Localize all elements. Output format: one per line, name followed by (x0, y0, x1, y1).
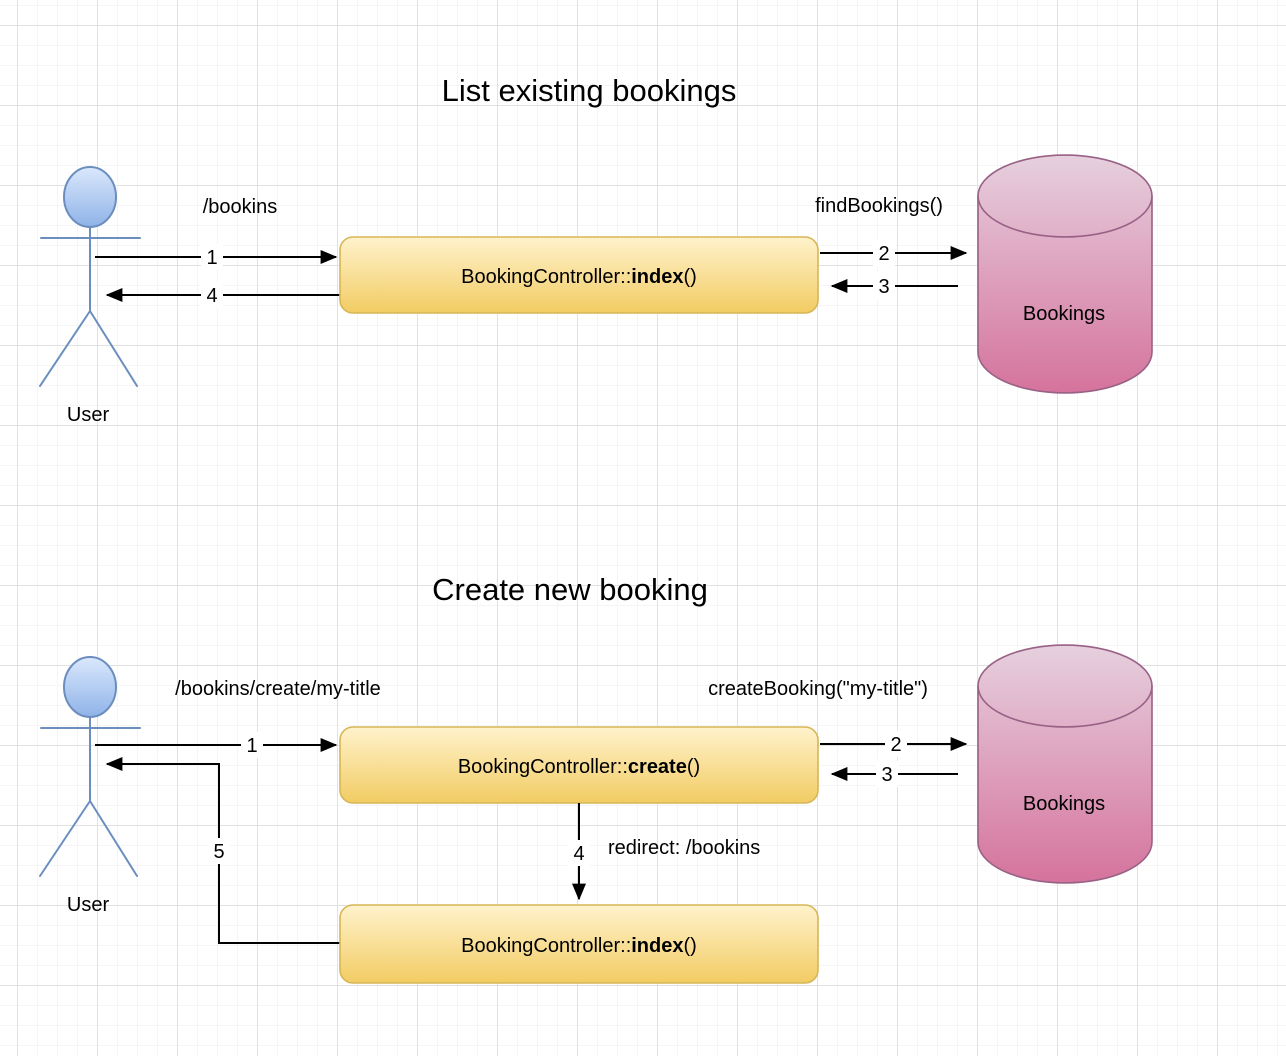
step-number: 3 (878, 276, 889, 298)
redirect-label: redirect: /bookins (608, 837, 760, 859)
actor-leg-right (89, 800, 138, 877)
actor-leg-right (89, 310, 138, 387)
diagram2-title: Create new booking (432, 572, 708, 607)
user-actor: User (39, 656, 141, 916)
arrow-step-4: 4 (105, 282, 340, 308)
database-label: Bookings (1023, 303, 1105, 325)
arrow-step-1: 1 (95, 732, 338, 758)
controller-index-box: BookingController::index() (339, 236, 819, 314)
diagram-1: List existing bookings User /bookins 1 4 (39, 73, 1153, 426)
arrow-step-3: 3 (830, 761, 958, 787)
step-number: 4 (573, 843, 584, 865)
request-path-label: /bookins (203, 196, 278, 218)
arrow-step-2: 2 (820, 240, 968, 266)
actor-leg-left (39, 800, 91, 877)
db-call-label: findBookings() (815, 195, 943, 217)
actor-head (63, 656, 117, 718)
step-number: 5 (213, 841, 224, 863)
user-actor: User (39, 166, 141, 426)
db-call-label: createBooking("my-title") (708, 678, 928, 700)
actor-label: User (67, 894, 110, 916)
controller-index-label: BookingController::index() (461, 266, 697, 288)
database-cylinder: Bookings (977, 644, 1153, 884)
diagram-2: Create new booking User /bookins/create/… (39, 572, 1153, 984)
arrow-step-2: 2 (820, 731, 968, 757)
database-label: Bookings (1023, 793, 1105, 815)
controller-index-label: BookingController::index() (461, 935, 697, 957)
request-path-label: /bookins/create/my-title (175, 678, 381, 700)
database-cylinder: Bookings (977, 154, 1153, 394)
actor-leg-left (39, 310, 91, 387)
arrow-step-5: 5 (105, 757, 340, 944)
actor-label: User (67, 404, 110, 426)
step-number: 1 (206, 247, 217, 269)
actor-head (63, 166, 117, 228)
arrow-step-1: 1 (95, 244, 338, 270)
arrow-step-4-redirect: 4 redirect: /bookins (568, 803, 760, 901)
step-number: 2 (878, 243, 889, 265)
controller-create-label: BookingController::create() (458, 756, 700, 778)
step-number: 2 (890, 734, 901, 756)
arrow-step-3: 3 (830, 273, 958, 299)
diagram1-title: List existing bookings (442, 73, 737, 108)
controller-create-box: BookingController::create() (339, 726, 819, 804)
step-number: 4 (206, 285, 217, 307)
step-number: 3 (881, 764, 892, 786)
controller-index-box: BookingController::index() (339, 904, 819, 984)
step-number: 1 (246, 735, 257, 757)
